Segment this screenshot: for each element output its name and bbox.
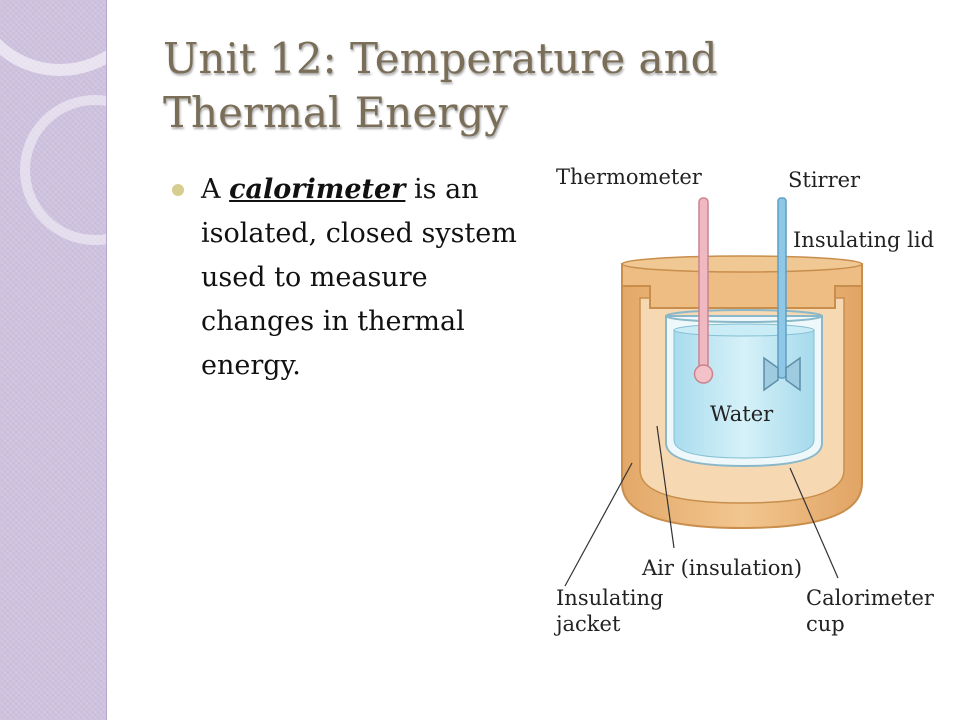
slide-title: Unit 12: Temperature and Thermal Energy [163, 34, 718, 137]
lid-label: Insulating lid [793, 228, 934, 252]
bullet-dot-icon [172, 184, 184, 196]
bullet-list: A calorimeter is an isolated, closed sys… [170, 168, 520, 388]
bullet-item: A calorimeter is an isolated, closed sys… [170, 168, 520, 388]
cup-label-line1: Calorimeter [806, 586, 935, 610]
stirrer-icon [763, 197, 801, 392]
decorative-sidebar [0, 0, 107, 720]
water-label: Water [710, 402, 774, 426]
air-label: Air (insulation) [641, 556, 802, 580]
thermometer-label: Thermometer [556, 165, 703, 189]
thermometer-icon [693, 197, 714, 384]
stirrer-label: Stirrer [788, 168, 861, 192]
calorimeter-term: calorimeter [229, 174, 406, 205]
circle-ornaments [0, 38, 106, 245]
bullet-prefix: A [201, 174, 230, 205]
insulating-lid [621, 255, 863, 309]
calorimeter-diagram: Thermometer Stirrer Insulating lid Water… [553, 165, 935, 636]
bullet-suffix: is an isolated, closed system used to me… [201, 174, 517, 381]
jacket-label-line1: Insulating [556, 586, 663, 610]
jacket-label-line2: jacket [553, 612, 621, 636]
cup-label-line2: cup [806, 612, 845, 636]
leader-lines [564, 425, 839, 587]
